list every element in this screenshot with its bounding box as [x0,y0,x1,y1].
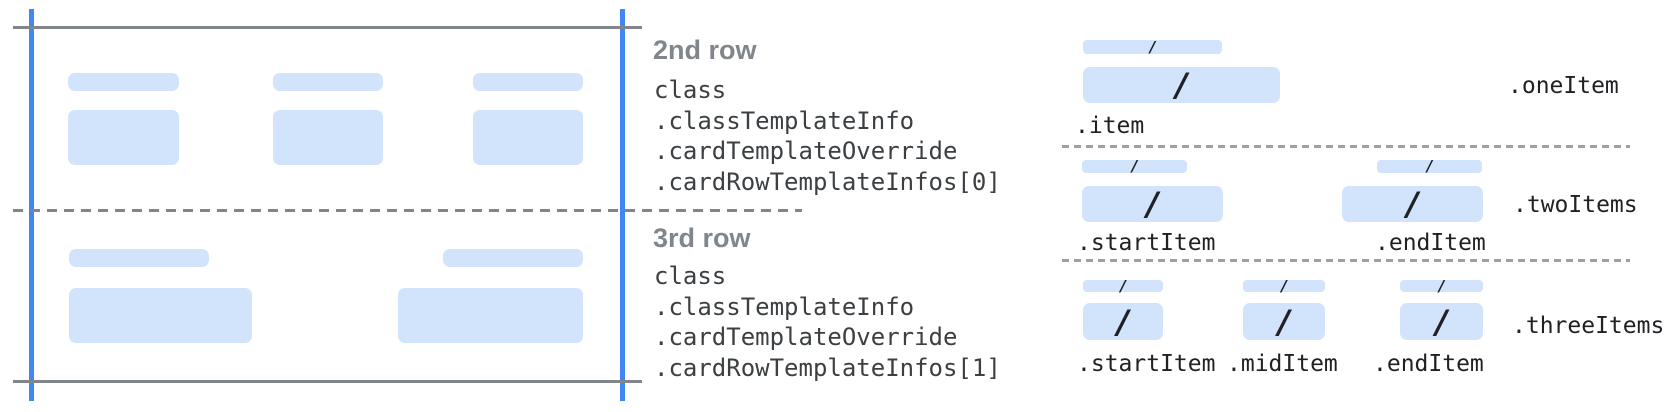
row2-col1-label-placeholder [68,73,179,91]
variant-separator-dotted-line [1062,145,1630,148]
code-line: .classTemplateInfo [654,106,915,135]
slash-placeholder-glyph: / [1120,276,1126,295]
row2-col2-value-placeholder [273,110,383,165]
row3-class-path: class .classTemplateInfo .cardTemplateOv… [654,261,1001,383]
code-line: .cardTemplateOverride [654,323,958,351]
row2-col2-label-placeholder [273,73,383,91]
slash-placeholder-glyph: / [1175,66,1188,104]
card-top-border-line [13,26,642,29]
code-line: .cardRowTemplateInfos[1] [654,353,1001,382]
left-margin-guide-line [29,9,34,401]
row2-heading: 2nd row [653,35,757,65]
code-line: .cardRowTemplateInfos[0] [654,167,1001,196]
slash-placeholder-glyph: / [1435,302,1448,341]
row2-col1-value-placeholder [68,110,179,165]
variant-separator-dotted-line [1062,259,1630,262]
row2-col3-value-placeholder [473,110,583,165]
slash-placeholder-glyph: / [1426,157,1433,175]
code-line: .cardTemplateOverride [654,137,958,165]
mid-item-header-placeholder: / [1243,276,1325,295]
row2-class-path: class .classTemplateInfo .cardTemplateOv… [654,75,1001,197]
start-item-field-label: .startItem [1077,230,1216,256]
slash-placeholder-glyph: / [1438,276,1445,295]
row3-heading: 3rd row [653,223,751,253]
row3-col2-label-placeholder [443,249,583,267]
row-divider-dashed-line [13,209,802,212]
two-items-variant-label: .twoItems [1513,192,1638,218]
row3-col1-label-placeholder [69,249,209,267]
mid-item-field-label: .midItem [1227,351,1338,377]
start-item-body-placeholder: / [1083,303,1163,340]
code-line: .classTemplateInfo [654,292,915,321]
code-line: class [654,76,727,104]
end-item-body-placeholder: / [1400,303,1483,340]
slash-placeholder-glyph: / [1117,302,1129,341]
mid-item-body-placeholder: / [1243,303,1325,340]
item-body-placeholder: / [1083,67,1280,103]
start-item-field-label: .startItem [1077,351,1216,377]
slash-placeholder-glyph: / [1278,302,1290,341]
slash-placeholder-glyph: / [1146,185,1159,223]
end-item-field-label: .endItem [1375,230,1486,256]
start-item-header-placeholder: / [1083,276,1163,295]
slash-placeholder-glyph: / [1149,37,1156,56]
row3-col2-value-placeholder [398,288,583,343]
code-line: class [654,262,727,290]
slash-placeholder-glyph: / [1281,276,1287,295]
end-item-header-placeholder: / [1377,157,1482,175]
row3-col1-value-placeholder [69,288,252,343]
end-item-body-placeholder: / [1342,186,1483,222]
slash-placeholder-glyph: / [1131,157,1138,175]
one-item-variant-label: .oneItem [1508,73,1619,99]
row2-col3-label-placeholder [473,73,583,91]
three-items-variant-label: .threeItems [1512,313,1665,339]
start-item-header-placeholder: / [1082,157,1187,175]
end-item-header-placeholder: / [1400,276,1483,295]
right-margin-guide-line [620,9,625,401]
item-field-label: .item [1075,113,1145,139]
slash-placeholder-glyph: / [1406,185,1419,223]
card-bottom-border-line [13,380,642,383]
end-item-field-label: .endItem [1373,351,1484,377]
start-item-body-placeholder: / [1082,186,1223,222]
item-header-placeholder: / [1083,37,1222,56]
